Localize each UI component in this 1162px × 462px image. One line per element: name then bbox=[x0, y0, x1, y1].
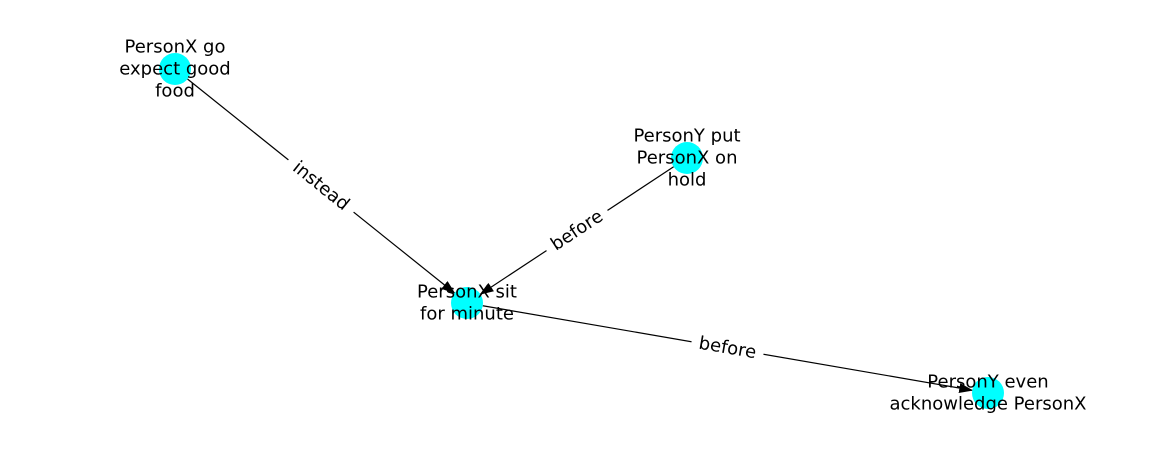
edge-label-group: instead bbox=[280, 150, 362, 222]
node-label-line: expect good bbox=[119, 59, 230, 80]
edge-label-background bbox=[539, 200, 615, 261]
node-label-line: acknowledge PersonX bbox=[889, 394, 1086, 415]
edge-label: instead bbox=[289, 157, 354, 215]
node-label-line: PersonX go bbox=[125, 37, 226, 58]
edges-layer: instead before before bbox=[187, 78, 974, 393]
node-n1 bbox=[159, 53, 191, 85]
node-n2 bbox=[671, 142, 703, 174]
node-label-line: PersonY put bbox=[633, 126, 740, 147]
node-n4 bbox=[972, 377, 1004, 409]
edge-label-background bbox=[280, 150, 362, 222]
edge-label-group: before bbox=[539, 200, 615, 261]
node-label-line: food bbox=[155, 81, 195, 102]
nodes-layer bbox=[159, 53, 1004, 409]
edge-label-background bbox=[689, 329, 766, 367]
node-label-line: PersonX on bbox=[637, 148, 738, 169]
node-label-line: for minute bbox=[420, 304, 514, 325]
node-label-line: PersonX sit bbox=[417, 282, 517, 303]
edge-label-group: before bbox=[689, 329, 766, 367]
node-label-line: hold bbox=[668, 170, 707, 191]
node-n3 bbox=[451, 287, 483, 319]
node-label-line: PersonY even bbox=[927, 372, 1048, 393]
